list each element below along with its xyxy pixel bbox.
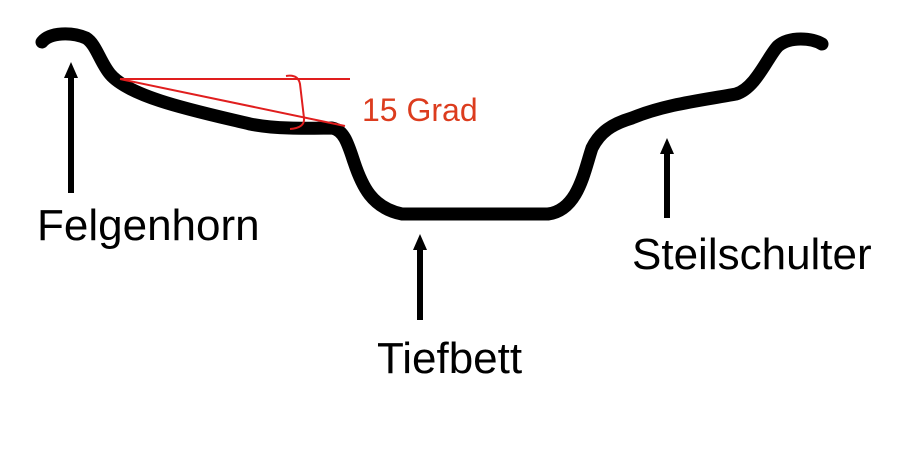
rim-profile-curve [35,27,829,221]
steilschulter-arrow-head [660,138,674,154]
angle-bracket [285,74,306,130]
felgenhorn-arrow-head [64,62,78,78]
pointer-arrows [64,62,674,320]
steilschulter-label: Steilschulter [632,230,872,279]
angle-label: 15 Grad [362,92,478,128]
angle-construction [119,74,350,130]
tiefbett-arrow-head [413,234,427,250]
tiefbett-label: Tiefbett [377,334,523,383]
felgenhorn-label: Felgenhorn [37,201,260,250]
angle-slope-line [119,78,346,127]
